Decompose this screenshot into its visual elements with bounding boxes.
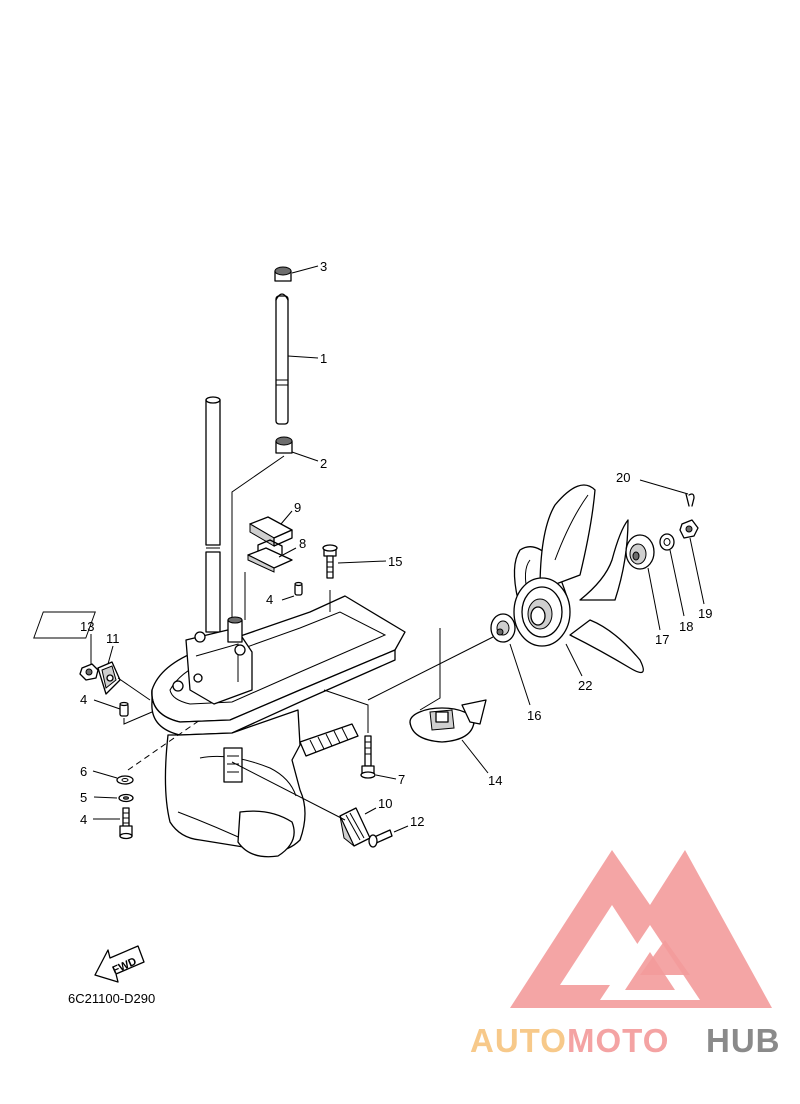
leader-thrust-15 — [419, 628, 441, 711]
callout-21: 20 — [616, 470, 630, 485]
thrust-washer-part-15 — [409, 699, 487, 743]
callout-labels: 3 1 2 9 8 15 4 13 11 4 6 5 4 7 10 12 14 … — [80, 259, 712, 829]
watermark-part-auto: AUTO — [470, 1022, 567, 1059]
callout-4-lower: 4 — [80, 692, 87, 707]
fwd-direction-arrow: FWD — [94, 945, 145, 983]
vertical-shaft — [205, 396, 221, 633]
callout-20: 19 — [698, 606, 712, 621]
callout-3: 3 — [320, 259, 327, 274]
watermark-text: AUTO MOTO HUB — [470, 1022, 781, 1059]
callout-11: 10 — [378, 796, 392, 811]
spacer-part-18 — [625, 534, 655, 570]
callout-4-upper: 4 — [266, 592, 273, 607]
callout-6: 5 — [80, 790, 87, 805]
plate-part-9 — [247, 539, 293, 573]
washer-part-6 — [118, 793, 134, 803]
nut-part-14 — [79, 663, 99, 681]
leader-bracket-12 — [117, 677, 151, 701]
leader-shaft-prop — [367, 636, 494, 701]
nut-part-20 — [679, 519, 699, 539]
propeller-part-22 — [513, 484, 644, 674]
bracket-part-12 — [97, 661, 121, 695]
callout-10: 9 — [294, 500, 301, 515]
callout-15: 14 — [488, 773, 502, 788]
callout-5: 4 — [80, 812, 87, 827]
dowel-pin-part-4-lower — [119, 701, 129, 717]
callout-14: 13 — [80, 619, 94, 634]
screw-part-13 — [368, 829, 393, 848]
bushing-part-3 — [274, 266, 292, 282]
watermark-logo — [510, 850, 772, 1008]
bushing-part-2 — [275, 436, 293, 454]
bolt-part-16 — [322, 544, 338, 579]
callout-2: 2 — [320, 456, 327, 471]
callout-9: 8 — [299, 536, 306, 551]
washer-part-19 — [659, 533, 675, 551]
spacer-part-17 — [490, 613, 516, 643]
drive-shaft-part-1 — [275, 293, 289, 425]
callout-16: 15 — [388, 554, 402, 569]
callout-8: 7 — [398, 772, 405, 787]
rubber-pad-part-10 — [249, 516, 293, 547]
callout-19: 18 — [679, 619, 693, 634]
leader-anode-11 — [231, 761, 346, 821]
watermark-part-hub: HUB — [706, 1022, 781, 1059]
leader-shaft-2 — [231, 455, 285, 625]
dashed-line-bolt-5 — [127, 719, 201, 771]
callout-12: 11 — [106, 631, 120, 646]
lower-casing — [33, 595, 406, 858]
washer-part-7 — [116, 775, 134, 785]
callout-13: 12 — [410, 814, 424, 829]
leader-pin-4 — [123, 711, 153, 725]
dowel-pin-part-4-upper — [294, 581, 303, 596]
callout-leaders — [90, 265, 705, 833]
cotter-pin-part-21 — [685, 493, 695, 507]
diagram-code: 6C21100-D290 — [68, 991, 155, 1006]
bolt-part-8 — [360, 735, 376, 779]
watermark-part-moto: MOTO — [567, 1022, 669, 1059]
callout-17: 16 — [527, 708, 541, 723]
leader-bolt-8 — [323, 689, 369, 733]
bolt-part-5 — [119, 807, 133, 840]
callout-1: 1 — [320, 351, 327, 366]
callout-22: 22 — [578, 678, 592, 693]
callout-7: 6 — [80, 764, 87, 779]
callout-18: 17 — [655, 632, 669, 647]
